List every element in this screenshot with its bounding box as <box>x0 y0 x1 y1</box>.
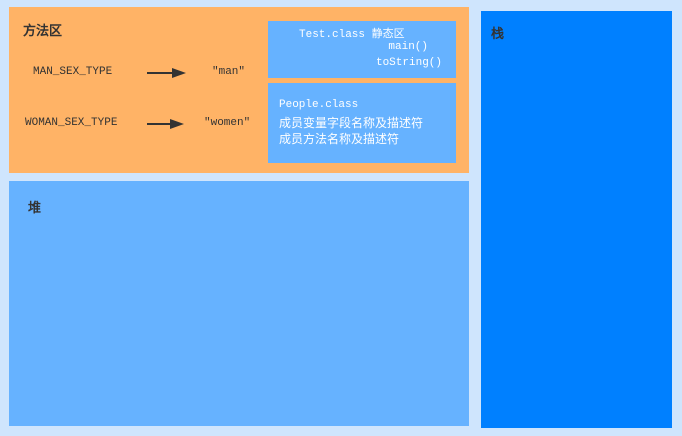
method-tostring: toString() <box>375 57 442 69</box>
people-class-name: People.class <box>279 99 359 111</box>
arrow-woman <box>147 123 173 125</box>
stack-area: 栈 <box>481 11 672 428</box>
method-area-title: 方法区 <box>23 24 63 39</box>
heap-area: 堆 <box>9 181 469 426</box>
stack-title: 栈 <box>491 27 505 42</box>
constant-name-woman: WOMAN_SEX_TYPE <box>25 117 118 129</box>
constant-name-man: MAN_SEX_TYPE <box>33 66 113 78</box>
heap-title: 堆 <box>28 201 42 216</box>
people-class-area: People.class 成员变量字段名称及描述符 成员方法名称及描述符 <box>268 83 456 163</box>
method-main: main() <box>388 41 428 53</box>
arrowhead-woman-icon <box>170 119 184 129</box>
people-methods-desc: 成员方法名称及描述符 <box>279 132 400 146</box>
test-class-header: Test.class 静态区 <box>299 29 405 41</box>
constant-value-woman: "women" <box>204 117 251 129</box>
arrow-man <box>147 72 175 74</box>
test-class-static-area: Test.class 静态区 main() toString() <box>268 21 456 78</box>
people-fields-desc: 成员变量字段名称及描述符 <box>279 116 424 130</box>
arrowhead-man-icon <box>172 68 186 78</box>
constant-value-man: "man" <box>212 66 246 78</box>
